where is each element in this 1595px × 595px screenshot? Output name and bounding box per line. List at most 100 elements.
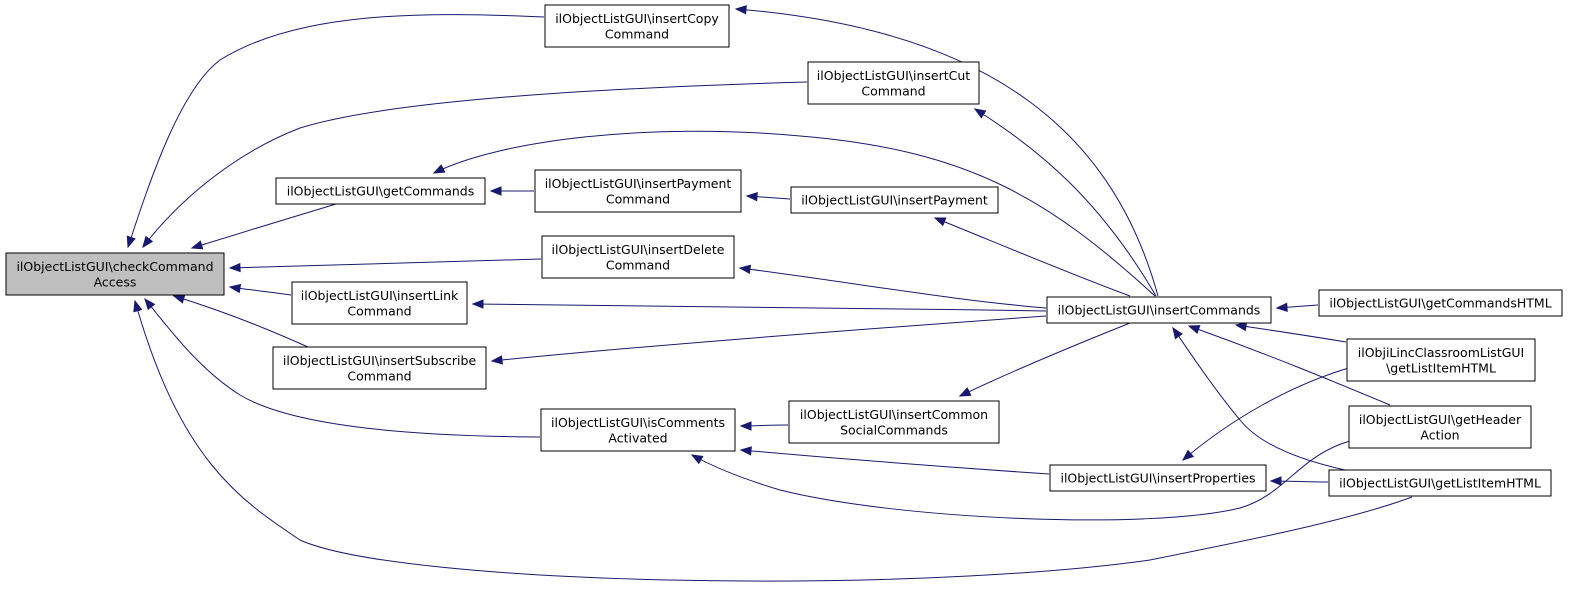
- edge-ilinc-getlistitemhtml-to-insertcommands: [1234, 321, 1347, 343]
- node-box: [541, 235, 735, 279]
- node-box: [1346, 338, 1536, 382]
- node-label: ilObjectListGUI\getHeader: [1359, 412, 1522, 427]
- node-label: Action: [1420, 427, 1459, 442]
- edge-arrowhead: [1187, 325, 1201, 335]
- node-label: ilObjectListGUI\insertCommands: [1058, 303, 1261, 318]
- node-label: ilObjectListGUI\insertCommon: [800, 407, 988, 422]
- node-label: \getListItemHTML: [1386, 360, 1496, 375]
- edge-insertcommands-to-insertpayment: [933, 217, 1131, 297]
- edge-arrowhead: [228, 262, 241, 273]
- node-ilinc-getlistitemhtml[interactable]: ilObjiLincClassroomListGUI\getListItemHT…: [1346, 338, 1536, 382]
- edge-line: [1172, 327, 1346, 471]
- node-getcommandshtml[interactable]: ilObjectListGUI\getCommandsHTML: [1318, 289, 1563, 317]
- edge-arrowhead: [228, 283, 242, 294]
- edge-line: [974, 108, 1157, 297]
- node-label: Access: [94, 274, 137, 289]
- edge-insertproperties-to-iscommentsactivated: [739, 446, 1050, 475]
- node-label: ilObjectListGUI\insertPayment: [801, 193, 988, 208]
- node-box: [807, 61, 980, 105]
- node-box: [1348, 405, 1532, 449]
- edge-arrowhead: [973, 108, 987, 119]
- node-label: ilObjectListGUI\getCommands: [287, 184, 475, 199]
- node-label: Command: [347, 368, 411, 383]
- node-label: Command: [347, 303, 411, 318]
- edge-insertcommands-to-insertcutcommand: [973, 108, 1157, 297]
- edge-line: [491, 315, 1047, 362]
- node-insertcommands[interactable]: ilObjectListGUI\insertCommands: [1046, 296, 1272, 324]
- edge-arrowhead: [745, 191, 758, 202]
- edge-arrowhead: [142, 235, 154, 249]
- edge-getlistitemhtml-to-insertproperties: [1269, 476, 1329, 486]
- edge-insertlinkcommand-to-checkcommandaccess: [228, 283, 292, 296]
- node-label: Command: [606, 191, 670, 206]
- node-label: ilObjectListGUI\isComments: [551, 415, 725, 430]
- node-label: ilObjectListGUI\insertLink: [301, 288, 459, 303]
- node-insertcommonsocialcommands[interactable]: ilObjectListGUI\insertCommonSocialComman…: [788, 400, 1000, 444]
- edge-getheaderaction-to-insertcommands: [1187, 325, 1391, 406]
- edge-arrowhead: [739, 421, 752, 431]
- edge-insertdeletecommand-to-checkcommandaccess: [228, 258, 542, 273]
- edge-arrowhead: [490, 355, 503, 365]
- edge-line: [739, 267, 1047, 309]
- edge-arrowhead: [690, 454, 704, 465]
- node-label: ilObjectListGUI\insertCopy: [555, 11, 719, 26]
- edge-insertcommands-to-insertcopycommand: [734, 5, 1159, 297]
- node-box: [275, 177, 486, 205]
- edge-insertcommands-to-insertlinkcommand: [471, 299, 1047, 312]
- edge-insertcommands-to-insertcommonsocialcommands: [958, 322, 1131, 397]
- node-box: [788, 400, 1000, 444]
- edge-line: [127, 14, 545, 248]
- edge-line: [472, 303, 1047, 312]
- edge-getcommandshtml-to-insertcommands: [1275, 302, 1319, 313]
- edge-arrowhead: [958, 387, 972, 397]
- edge-line: [1235, 324, 1347, 343]
- edge-line: [691, 440, 1351, 521]
- edge-arrowhead: [190, 240, 204, 250]
- node-getcommands[interactable]: ilObjectListGUI\getCommands: [275, 177, 486, 205]
- node-label: Command: [861, 83, 925, 98]
- edge-arrowhead: [734, 5, 747, 15]
- node-box: [540, 408, 736, 452]
- edge-getlistitemhtml-to-checkcommandaccess: [133, 299, 1413, 582]
- edge-line: [934, 217, 1131, 297]
- edge-arrowhead: [432, 164, 446, 174]
- node-getlistitemhtml[interactable]: ilObjectListGUI\getListItemHTML: [1328, 469, 1552, 497]
- node-label: ilObjiLincClassroomListGUI: [1358, 345, 1525, 360]
- edge-line: [1188, 325, 1391, 406]
- edge-line: [735, 8, 1159, 297]
- edge-arrowhead: [471, 299, 484, 309]
- node-box: [790, 186, 999, 214]
- node-box: [272, 346, 487, 390]
- node-label: ilObjectListGUI\insertCut: [817, 68, 971, 83]
- edge-line: [142, 81, 808, 248]
- edge-line: [191, 203, 337, 249]
- node-label: SocialCommands: [840, 422, 948, 437]
- node-label: Command: [606, 257, 670, 272]
- node-label: Command: [605, 26, 669, 41]
- node-box: [1046, 296, 1272, 324]
- node-insertproperties[interactable]: ilObjectListGUI\insertProperties: [1049, 464, 1267, 492]
- edge-line: [229, 258, 542, 269]
- edge-line: [433, 130, 1156, 297]
- edge-arrowhead: [933, 217, 947, 227]
- edge-arrowhead: [489, 186, 502, 196]
- edge-arrowhead: [126, 235, 136, 249]
- node-insertpayment[interactable]: ilObjectListGUI\insertPayment: [790, 186, 999, 214]
- edge-arrowhead: [1269, 476, 1282, 486]
- edge-insertcommands-to-insertdeletecommand: [738, 264, 1047, 309]
- node-label: ilObjectListGUI\insertSubscribe: [283, 353, 477, 368]
- edge-line: [1182, 366, 1353, 461]
- edge-line: [134, 300, 1413, 582]
- node-label: ilObjectListGUI\checkCommand: [16, 259, 213, 274]
- node-box: [544, 4, 730, 48]
